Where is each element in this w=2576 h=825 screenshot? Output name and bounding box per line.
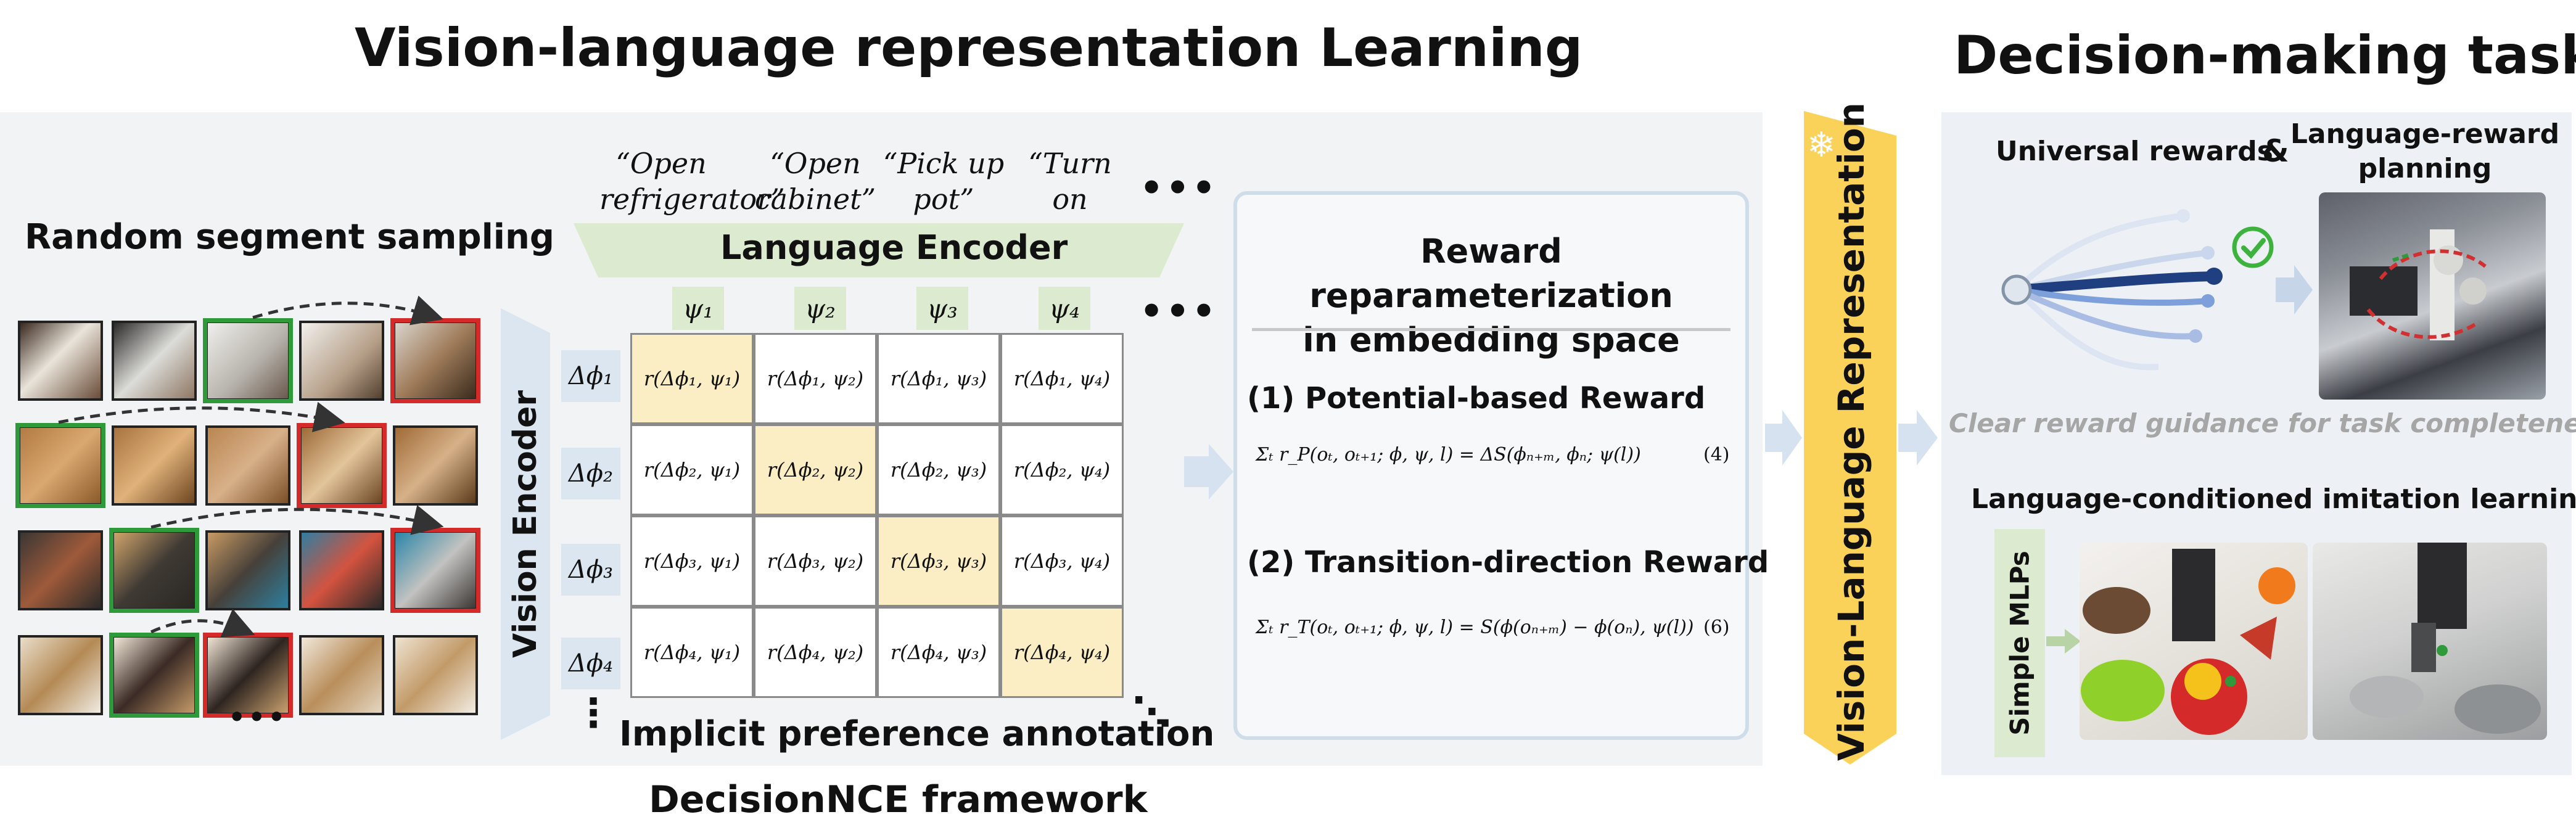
positive-segment-frame: [203, 318, 293, 403]
check-circle-icon: [2232, 226, 2274, 268]
reward-matrix: r(Δϕ₁, ψ₁) r(Δϕ₁, ψ₂) r(Δϕ₁, ψ₃) r(Δϕ₁, …: [630, 333, 1124, 703]
sampling-ellipsis: •••: [228, 702, 288, 733]
flow-arrow: [1184, 444, 1233, 499]
embedding-ellipsis: •••: [1140, 290, 1219, 333]
vision-embedding-label: Δϕ₄: [561, 638, 620, 689]
imitation-learning-label: Language-conditioned imitation learning: [1971, 483, 2576, 515]
planning-scene-image: [2319, 192, 2546, 400]
framework-caption: DecisionNCE framework: [649, 778, 1148, 821]
left-title: Vision-language representation Learning: [355, 17, 1583, 79]
right-title: Decision-making tasks: [1954, 25, 2576, 86]
matrix-cell: r(Δϕ₃, ψ₂): [754, 515, 877, 607]
universal-rewards-label: Universal rewards: [1996, 136, 2273, 167]
matrix-cell: r(Δϕ₂, ψ₃): [877, 424, 1000, 515]
instruction-text: “Open cabinet”: [754, 147, 876, 216]
matrix-cell: r(Δϕ₁, ψ₃): [877, 333, 1000, 424]
simple-mlps-label: Simple MLPs: [2004, 551, 2035, 736]
video-frame: [205, 530, 290, 610]
representation-label: Vision-Language Representation: [1830, 102, 1872, 761]
video-frame: [18, 321, 103, 401]
video-frame: [205, 425, 290, 506]
sampling-arcs: [58, 295, 444, 638]
transition-reward-equation: Σₜ r_T(oₜ, oₜ₊₁; ϕ, ψ, l) = S(ϕ(oₙ₊ₘ) − …: [1256, 617, 1694, 638]
reward-divider: [1252, 328, 1730, 331]
video-segments: [15, 308, 496, 728]
positive-segment-frame: [109, 633, 199, 718]
video-frame: [299, 530, 384, 610]
reward-guidance-caption: Clear reward guidance for task completen…: [1949, 408, 2576, 438]
video-frame: [112, 425, 197, 506]
video-frame: [18, 425, 103, 506]
matrix-cell: r(Δϕ₄, ψ₂): [754, 607, 877, 698]
positive-segment-frame: [109, 528, 199, 613]
positive-segment-frame: [15, 423, 105, 508]
matrix-ellipsis-down: ⋮: [574, 691, 613, 736]
reward-box: [1233, 191, 1749, 740]
reward-title: Reward reparameterization in embedding s…: [1302, 232, 1680, 359]
matrix-cell: r(Δϕ₄, ψ₃): [877, 607, 1000, 698]
video-frame: [393, 635, 478, 715]
matrix-cell: r(Δϕ₁, ψ₂): [754, 333, 877, 424]
language-embedding-label: ψ₂: [794, 287, 846, 330]
matrix-cell-positive: r(Δϕ₂, ψ₂): [754, 424, 877, 515]
matrix-cell: r(Δϕ₄, ψ₁): [630, 607, 754, 698]
sampling-label: Random segment sampling: [25, 217, 554, 257]
imitation-robot-image: [2313, 543, 2547, 740]
matrix-cell-positive: r(Δϕ₄, ψ₄): [1000, 607, 1124, 698]
representation-bar: [1804, 111, 1896, 765]
flow-arrow: [2046, 629, 2081, 654]
matrix-cell-positive: r(Δϕ₁, ψ₁): [630, 333, 754, 424]
simple-mlps-bar: [1994, 529, 2045, 757]
language-embedding-label: ψ₁: [672, 287, 724, 330]
language-encoder-bar: [574, 223, 1184, 277]
video-frame: [112, 321, 197, 401]
vision-embedding-label: Δϕ₂: [561, 448, 620, 499]
planning-label: Language-reward planning: [2290, 118, 2560, 184]
video-frame: [393, 425, 478, 506]
instruction-text: “Pick up pot”: [883, 147, 1005, 216]
video-frame: [18, 530, 103, 610]
matrix-caption: Implicit preference annotation: [619, 714, 1215, 754]
potential-reward-number: (4): [1703, 444, 1730, 466]
transition-reward-label: (2) Transition-direction Reward: [1247, 545, 1769, 580]
language-embedding-label: ψ₄: [1039, 287, 1090, 330]
matrix-ellipsis-diag: ⋱: [1132, 689, 1172, 735]
language-encoder-label: Language Encoder: [720, 228, 1068, 267]
matrix-cell: r(Δϕ₁, ψ₄): [1000, 333, 1124, 424]
ampersand-label: &: [2262, 133, 2289, 169]
vision-encoder-label: Vision Encoder: [507, 390, 544, 659]
imitation-scene-image: [2080, 543, 2308, 740]
video-frame: [18, 635, 103, 715]
vision-embedding-label: Δϕ₁: [561, 350, 620, 402]
transition-reward-number: (6): [1703, 617, 1730, 638]
potential-reward-equation: Σₜ r_P(oₜ, oₜ₊₁; ϕ, ψ, l) = ΔS(ϕₙ₊ₘ, ϕₙ;…: [1256, 444, 1641, 466]
matrix-cell: r(Δϕ₂, ψ₁): [630, 424, 754, 515]
instruction-text: “Open refrigerator”: [599, 147, 785, 216]
matrix-cell: r(Δϕ₂, ψ₄): [1000, 424, 1124, 515]
reward-trajectories-illustration: [2001, 209, 2223, 371]
flow-arrow: [2276, 265, 2313, 314]
potential-reward-label: (1) Potential-based Reward: [1247, 381, 1706, 416]
matrix-cell: r(Δϕ₃, ψ₁): [630, 515, 754, 607]
video-frame: [299, 635, 384, 715]
matrix-cell: r(Δϕ₃, ψ₄): [1000, 515, 1124, 607]
flow-arrow: [1898, 410, 1938, 466]
language-embedding-label: ψ₃: [916, 287, 968, 330]
matrix-cell-positive: r(Δϕ₃, ψ₃): [877, 515, 1000, 607]
flow-arrow: [1765, 410, 1802, 466]
snowflake-icon: ❄: [1807, 125, 1836, 165]
video-frame: [299, 321, 384, 401]
vision-encoder-bar: [501, 308, 550, 740]
vision-embedding-label: Δϕ₃: [561, 544, 620, 596]
instruction-ellipsis: •••: [1140, 166, 1219, 210]
